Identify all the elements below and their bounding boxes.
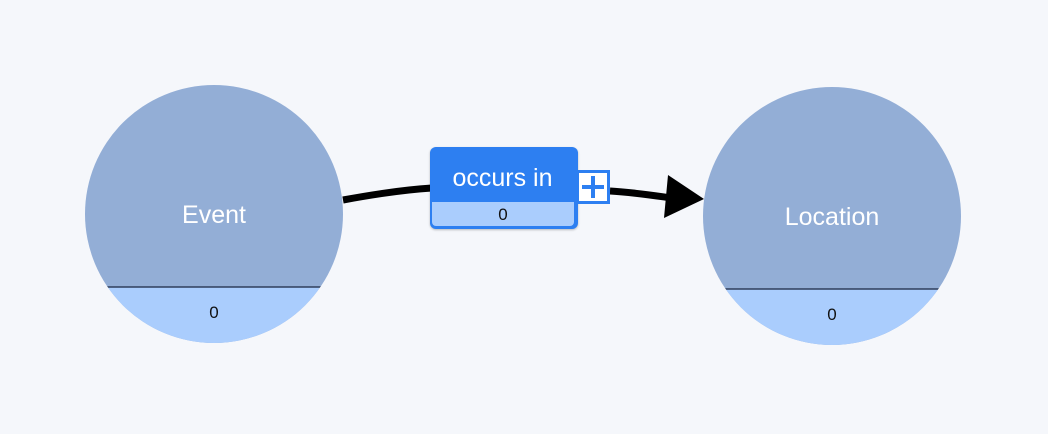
node-location-label: Location xyxy=(785,203,880,231)
plus-icon[interactable] xyxy=(576,170,610,204)
node-event[interactable]: Event 0 xyxy=(85,85,343,347)
node-location-circle xyxy=(703,87,961,345)
relationship-count: 0 xyxy=(432,202,574,226)
node-location[interactable]: Location 0 xyxy=(703,87,961,349)
node-event-count: 0 xyxy=(209,303,218,322)
node-event-label: Event xyxy=(182,201,246,229)
relationship-label: occurs in xyxy=(452,164,553,192)
edge-relationship-to-location xyxy=(609,187,673,202)
plus-icon-vertical-bar xyxy=(591,176,595,198)
node-location-count: 0 xyxy=(827,305,836,324)
relationship-occurs-in[interactable]: occurs in 0 xyxy=(430,147,578,229)
edge-event-to-relationship xyxy=(342,184,433,204)
edge-arrowhead xyxy=(664,175,704,218)
node-event-circle xyxy=(85,85,343,343)
